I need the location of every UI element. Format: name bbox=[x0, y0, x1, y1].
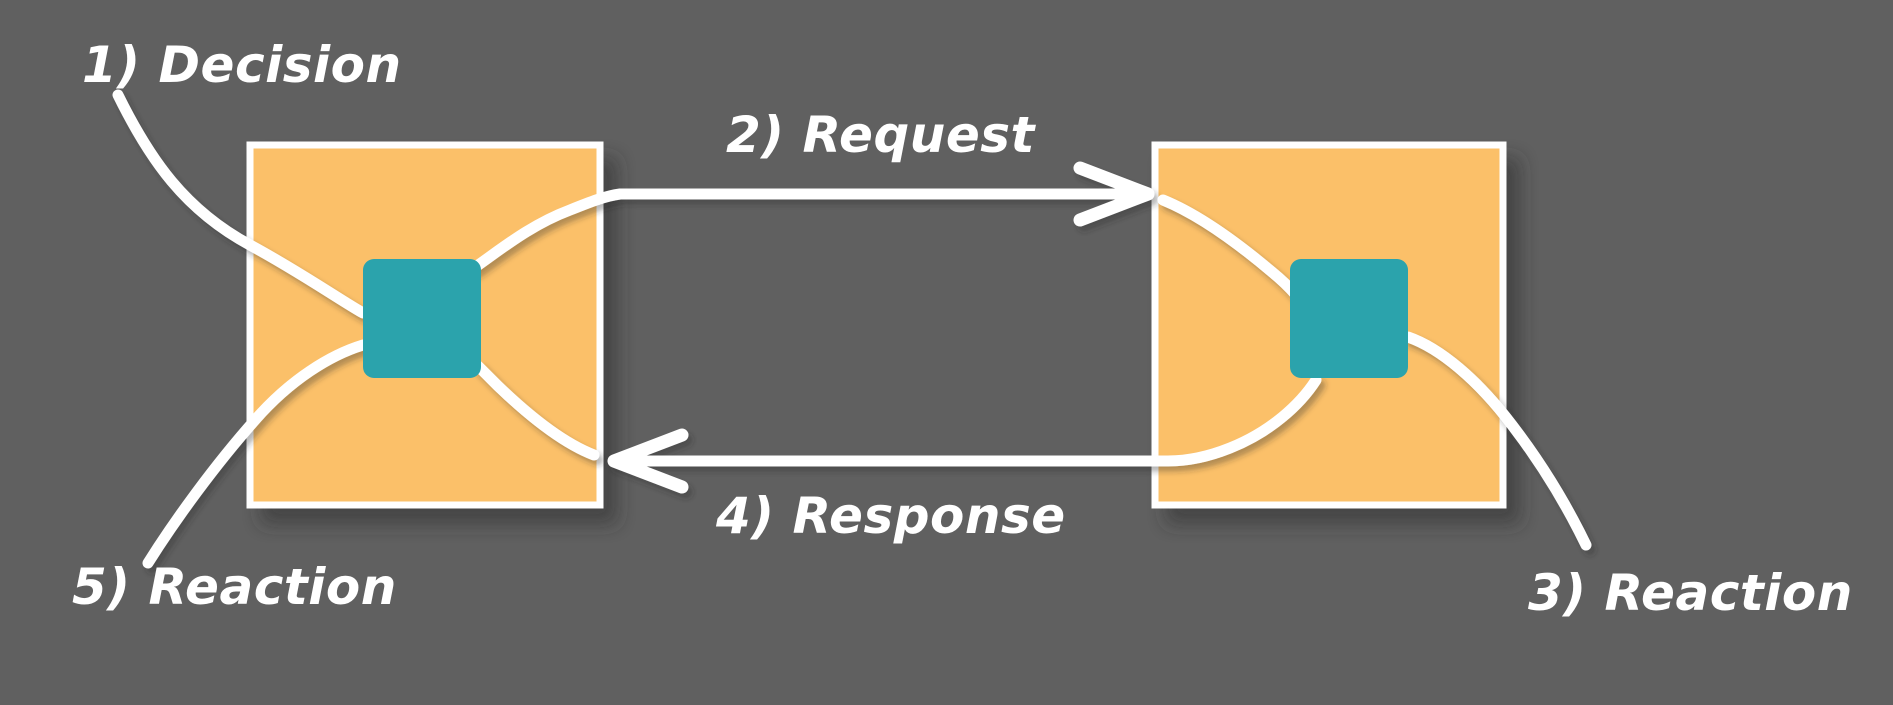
response-arrowhead-icon bbox=[607, 428, 689, 494]
label-step-4: 4) Response bbox=[715, 487, 1066, 545]
connector-request bbox=[468, 188, 1146, 274]
right-inner-square[interactable] bbox=[1290, 259, 1408, 378]
connector-decision bbox=[112, 89, 369, 319]
connector-reaction-right bbox=[1402, 331, 1592, 551]
connector-layer bbox=[112, 89, 1592, 569]
label-step-2: 2) Request bbox=[726, 106, 1037, 164]
connector-request-inner bbox=[1157, 194, 1302, 301]
left-inner-square[interactable] bbox=[363, 259, 481, 378]
connector-response-inner bbox=[472, 360, 600, 461]
connector-response bbox=[616, 374, 1322, 467]
request-arrowhead-icon bbox=[1073, 161, 1155, 227]
label-step-1: 1) Decision bbox=[82, 36, 402, 94]
connector-reaction-left bbox=[142, 339, 369, 569]
label-step-3: 3) Reaction bbox=[1528, 564, 1853, 622]
label-step-5: 5) Reaction bbox=[72, 558, 397, 616]
